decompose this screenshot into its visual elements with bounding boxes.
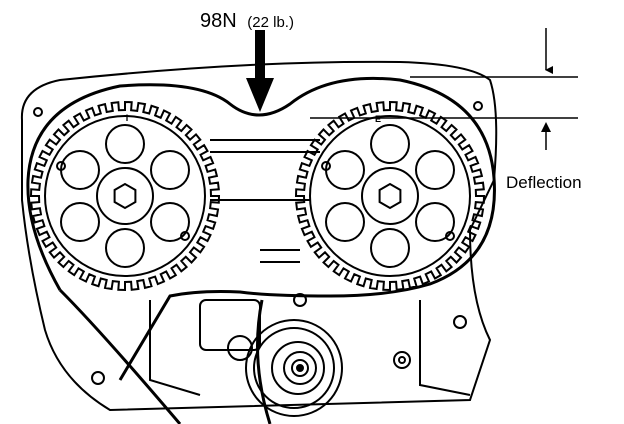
exhaust-sprocket-lightening-hole — [370, 124, 410, 164]
engine-head-casting — [20, 60, 498, 412]
intake-camshaft-sprocket — [29, 100, 221, 292]
intake-sprocket-lightening-hole — [150, 150, 190, 190]
intake-sprocket-center-bolt — [113, 182, 137, 210]
intake-sprocket-lightening-hole — [105, 124, 145, 164]
intake-sprocket-hub — [96, 167, 154, 225]
exhaust-sprocket-timing-dot — [321, 161, 331, 171]
force-value: 98N — [200, 10, 237, 32]
force-arrow — [246, 30, 274, 112]
intake-sprocket-lightening-hole — [150, 202, 190, 242]
deflection-dimension — [310, 28, 578, 150]
exhaust-sprocket-lightening-hole — [370, 228, 410, 268]
force-unit: (22 lb.) — [247, 14, 294, 31]
exhaust-sprocket-lightening-hole — [325, 150, 365, 190]
intake-sprocket-teeth — [29, 100, 221, 292]
intake-sprocket-lightening-hole — [105, 228, 145, 268]
exhaust-sprocket-lightening-hole — [415, 150, 455, 190]
belt-tensioner-pulley — [245, 319, 343, 417]
exhaust-sprocket-center-bolt — [378, 182, 402, 210]
exhaust-sprocket-timing-dot — [445, 231, 455, 241]
timing-belt — [26, 76, 496, 381]
force-label: 98N (22 lb.) — [200, 10, 294, 32]
exhaust-sprocket-lightening-hole — [325, 202, 365, 242]
intake-sprocket-lightening-hole — [60, 150, 100, 190]
intake-sprocket-lightening-hole — [60, 202, 100, 242]
timing-belt-lower-run — [58, 288, 272, 424]
exhaust-mark-label: E — [375, 114, 381, 124]
intake-sprocket-timing-dot — [56, 161, 66, 171]
deflection-label: Deflection — [506, 173, 582, 192]
exhaust-sprocket-lightening-hole — [415, 202, 455, 242]
exhaust-sprocket-hub — [361, 167, 419, 225]
intake-mark-label: I — [126, 113, 129, 123]
intake-sprocket-rim — [44, 115, 206, 277]
exhaust-camshaft-sprocket — [294, 100, 486, 292]
intake-sprocket-timing-dot — [180, 231, 190, 241]
exhaust-sprocket-rim — [309, 115, 471, 277]
exhaust-sprocket-teeth — [294, 100, 486, 292]
